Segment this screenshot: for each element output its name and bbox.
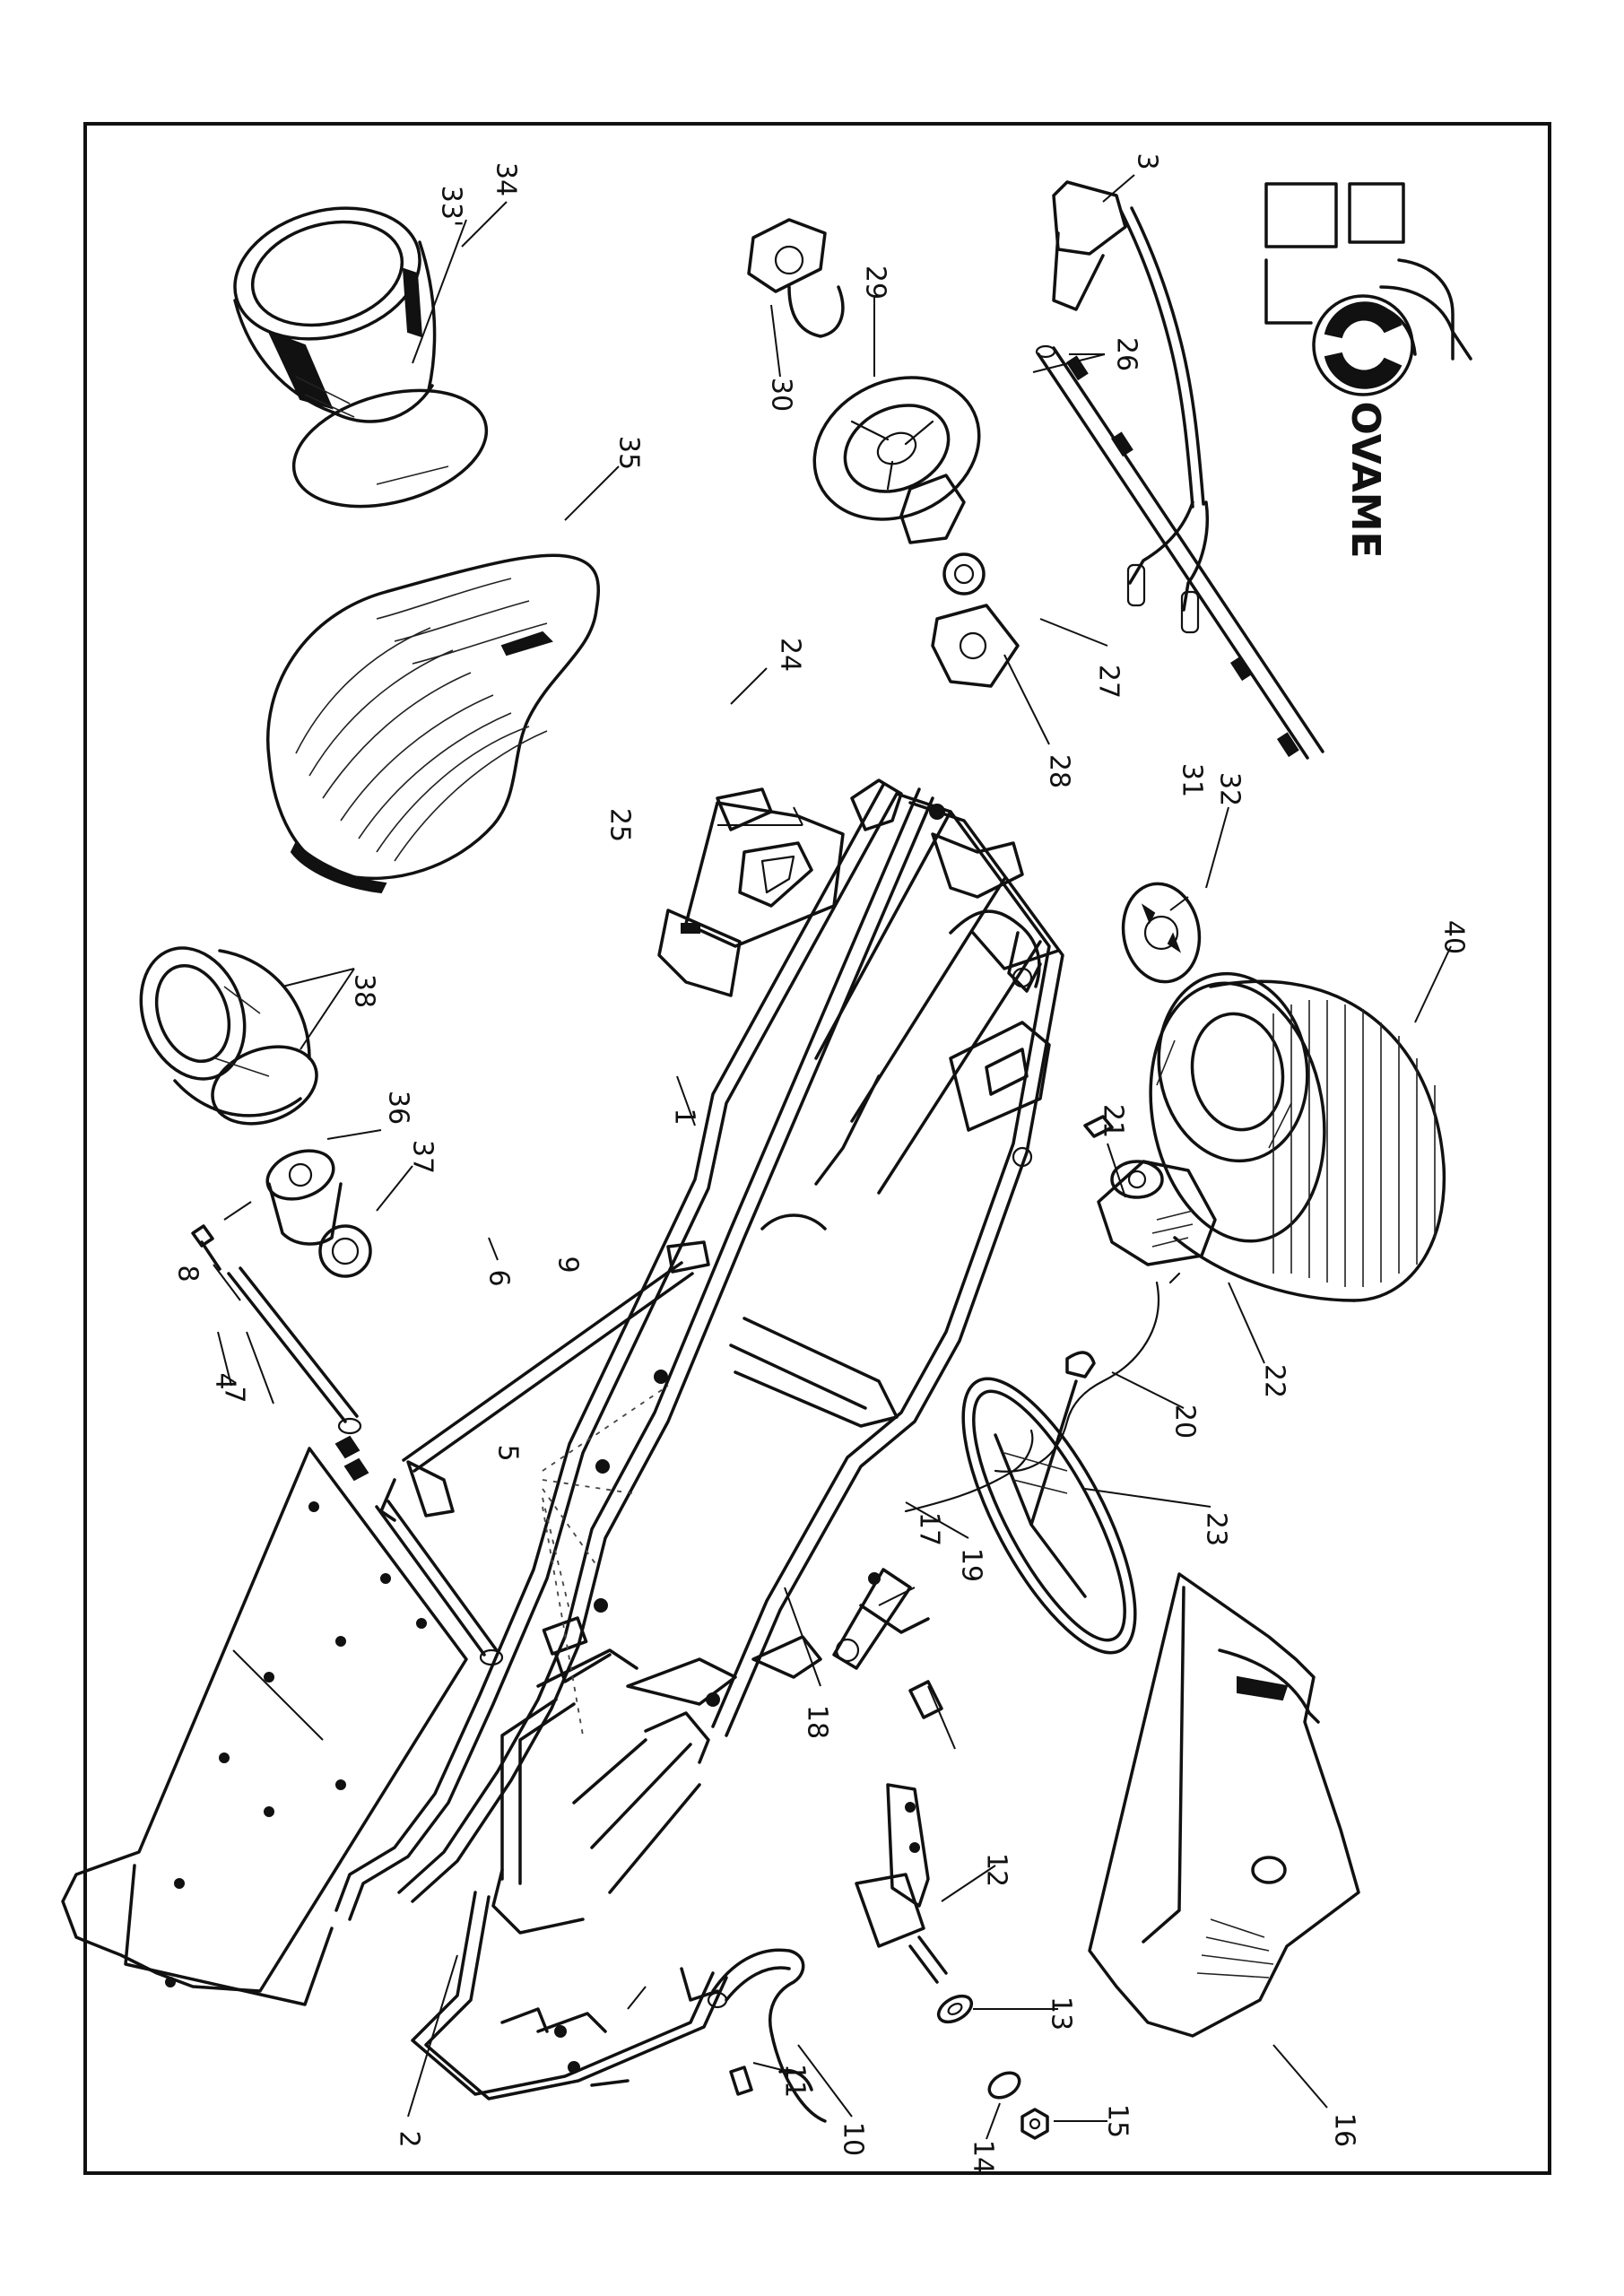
leader-lines bbox=[213, 174, 1452, 2140]
part-35-seat bbox=[266, 553, 600, 894]
part-label-24: 24 bbox=[775, 638, 806, 672]
part-label-28: 28 bbox=[1044, 754, 1075, 788]
part-38-front-rim bbox=[139, 946, 318, 1126]
part-21-pin bbox=[1083, 1115, 1114, 1138]
logo-mark bbox=[1324, 301, 1403, 389]
part-label-21: 21 bbox=[1098, 1104, 1129, 1138]
part-27-rod bbox=[1035, 344, 1324, 760]
part-5-fasteners bbox=[542, 1370, 720, 1736]
part-40-tyre bbox=[1149, 979, 1446, 1302]
part-label-31: 31 bbox=[1177, 763, 1208, 797]
part-label-36: 36 bbox=[383, 1091, 414, 1125]
part-label-12: 12 bbox=[981, 1853, 1012, 1887]
logo-wordmark: OVAME bbox=[1342, 401, 1388, 558]
part-2-front-bumper bbox=[411, 1891, 728, 2100]
page-border bbox=[83, 122, 1551, 2175]
part-25-clamps bbox=[657, 787, 773, 997]
part-8-bolt bbox=[191, 1224, 221, 1271]
part-label-5: 5 bbox=[492, 1444, 524, 1461]
part-31-hub bbox=[1121, 882, 1202, 984]
part-1-chassis bbox=[334, 778, 1064, 1935]
part-label-10: 10 bbox=[838, 2122, 869, 2156]
part-30-hub bbox=[747, 218, 845, 338]
part-label-9: 9 bbox=[552, 1256, 584, 1273]
brand-logo: OVAME bbox=[1264, 182, 1472, 559]
part-13-washer bbox=[936, 1994, 974, 2024]
part-label-23: 23 bbox=[1201, 1512, 1232, 1546]
part-37-bearing bbox=[318, 1224, 372, 1278]
part-23-steering-wheel bbox=[961, 1377, 1137, 1655]
part-label-4: 4 bbox=[210, 1372, 241, 1389]
part-label-32: 32 bbox=[1214, 772, 1246, 806]
part-label-14: 14 bbox=[968, 2140, 999, 2174]
part-20-brake-line bbox=[994, 1272, 1181, 1473]
part-label-13: 13 bbox=[1046, 1996, 1077, 2031]
part-label-22: 22 bbox=[1259, 1364, 1290, 1398]
part-label-17: 17 bbox=[914, 1512, 945, 1546]
part-15-nut bbox=[1020, 2108, 1049, 2140]
part-label-40: 40 bbox=[1438, 920, 1470, 954]
part-label-11: 11 bbox=[779, 2064, 811, 2098]
part-16-side-pod bbox=[1088, 1572, 1360, 2038]
part-label-34: 34 bbox=[491, 162, 522, 196]
part-label-1: 1 bbox=[669, 1108, 700, 1125]
part-11-pin bbox=[729, 2066, 753, 2096]
part-label-2: 2 bbox=[394, 2130, 425, 2147]
part-14-washer bbox=[987, 2071, 1021, 2100]
part-29-brake-disc bbox=[812, 376, 1020, 688]
part-label-25: 25 bbox=[604, 808, 636, 842]
part-label-18: 18 bbox=[802, 1705, 833, 1739]
part-22-caliper bbox=[1097, 1160, 1217, 1266]
part-12-pedal bbox=[855, 1783, 948, 1984]
part-label-37: 37 bbox=[407, 1140, 439, 1174]
part-label-8: 8 bbox=[172, 1265, 204, 1282]
part-label-19: 19 bbox=[956, 1548, 987, 1582]
part-34-rim bbox=[233, 206, 489, 509]
part-labels: 1 2 3 4 5 6 7 8 9 10 11 12 13 14 15 16 1… bbox=[172, 152, 1470, 2174]
logo-ring bbox=[1312, 294, 1414, 396]
part-19-cable bbox=[904, 1429, 1034, 1513]
part-label-3: 3 bbox=[1132, 152, 1163, 170]
part-18-bracket bbox=[908, 1680, 943, 1719]
part-label-30: 30 bbox=[766, 378, 797, 412]
part-4-floor-tray bbox=[61, 1447, 468, 2006]
part-3-front-bumper bbox=[1052, 180, 1210, 634]
part-17-master-cylinder bbox=[832, 1568, 930, 1670]
part-label-20: 20 bbox=[1169, 1405, 1201, 1439]
part-label-7: 7 bbox=[219, 1386, 250, 1403]
part-label-16: 16 bbox=[1329, 2113, 1360, 2147]
part-label-27: 27 bbox=[1093, 665, 1125, 699]
part-label-33: 33' bbox=[436, 186, 467, 227]
part-label-38: 38 bbox=[349, 974, 380, 1008]
part-32-rim bbox=[1156, 971, 1309, 1163]
part-label-6: 6 bbox=[483, 1269, 515, 1286]
part-9-steering-column bbox=[379, 1240, 710, 1522]
part-label-29: 29 bbox=[860, 265, 891, 300]
part-label-15: 15 bbox=[1102, 2104, 1133, 2138]
part-label-26: 26 bbox=[1111, 337, 1142, 371]
part-7-tie-rod bbox=[227, 1266, 369, 1482]
part-6-tie-rod bbox=[375, 1500, 504, 1666]
part-label-35: 35 bbox=[613, 436, 645, 470]
part-36-spindle bbox=[265, 1149, 343, 1246]
